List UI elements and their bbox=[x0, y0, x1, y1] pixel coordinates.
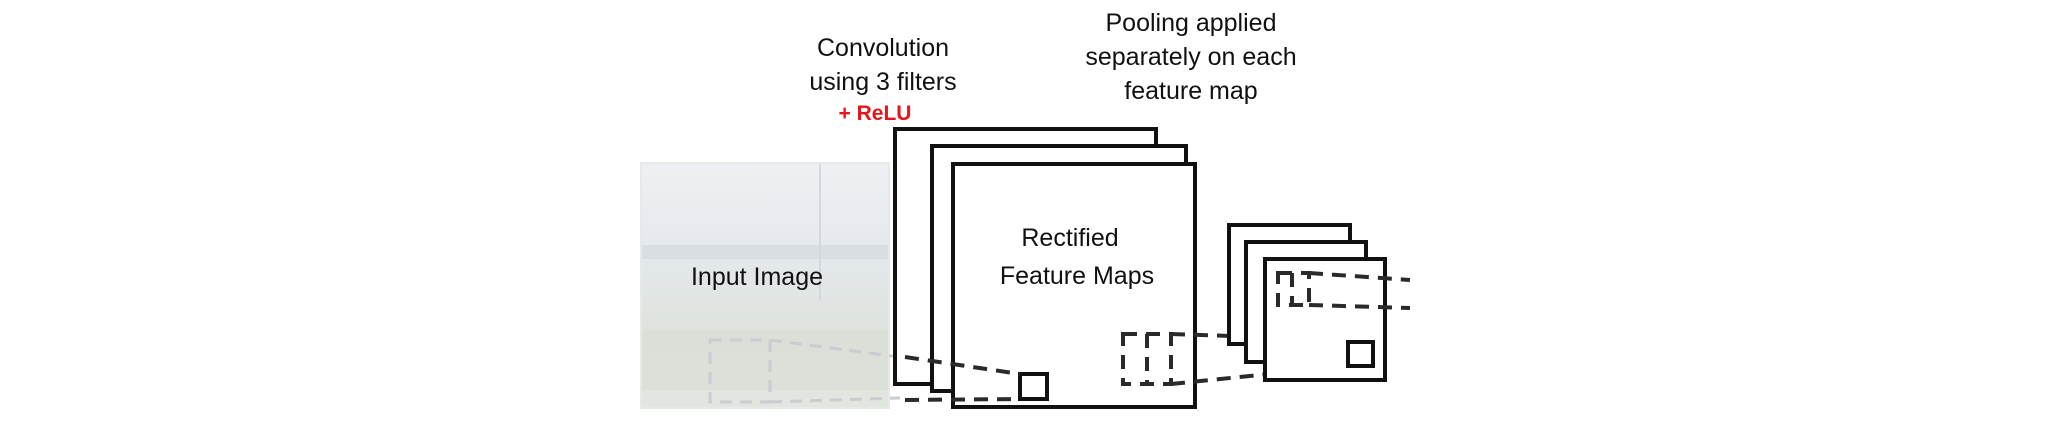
pooled-feature-maps bbox=[1227, 223, 1387, 382]
input-image-ground-band bbox=[641, 330, 889, 390]
relu-label: + ReLU bbox=[839, 102, 912, 125]
conv-output-cell bbox=[1018, 372, 1049, 401]
input-image-horizon-band bbox=[641, 245, 889, 259]
feature-map-front bbox=[951, 162, 1197, 409]
pooling-label-line2: separately on each bbox=[1085, 43, 1296, 71]
conv-projection-bottom bbox=[904, 397, 1021, 402]
input-receptive-field bbox=[708, 338, 772, 404]
projection-line-bottom bbox=[769, 396, 901, 404]
rectified-feature-maps bbox=[893, 127, 1197, 409]
pooling-label-line1: Pooling applied bbox=[1106, 9, 1277, 37]
next-layer-projection-top bbox=[1308, 271, 1411, 282]
next-layer-projection-bottom bbox=[1308, 303, 1411, 310]
pooled-output-cell bbox=[1346, 340, 1375, 368]
rectified-label-line1: Rectified bbox=[1021, 224, 1118, 252]
projection-line-top bbox=[769, 338, 901, 359]
convolution-label-line2: using 3 filters bbox=[809, 68, 956, 96]
convolution-label-line1: Convolution bbox=[817, 34, 949, 62]
pooling-label-line3: feature map bbox=[1124, 77, 1257, 105]
input-image-label: Input Image bbox=[691, 263, 823, 291]
input-image-border bbox=[640, 162, 890, 409]
conv-projection-top bbox=[904, 355, 1021, 376]
rectified-label-line2: Feature Maps bbox=[1000, 262, 1154, 290]
input-image bbox=[640, 162, 890, 409]
pooled-map-front bbox=[1263, 257, 1387, 382]
